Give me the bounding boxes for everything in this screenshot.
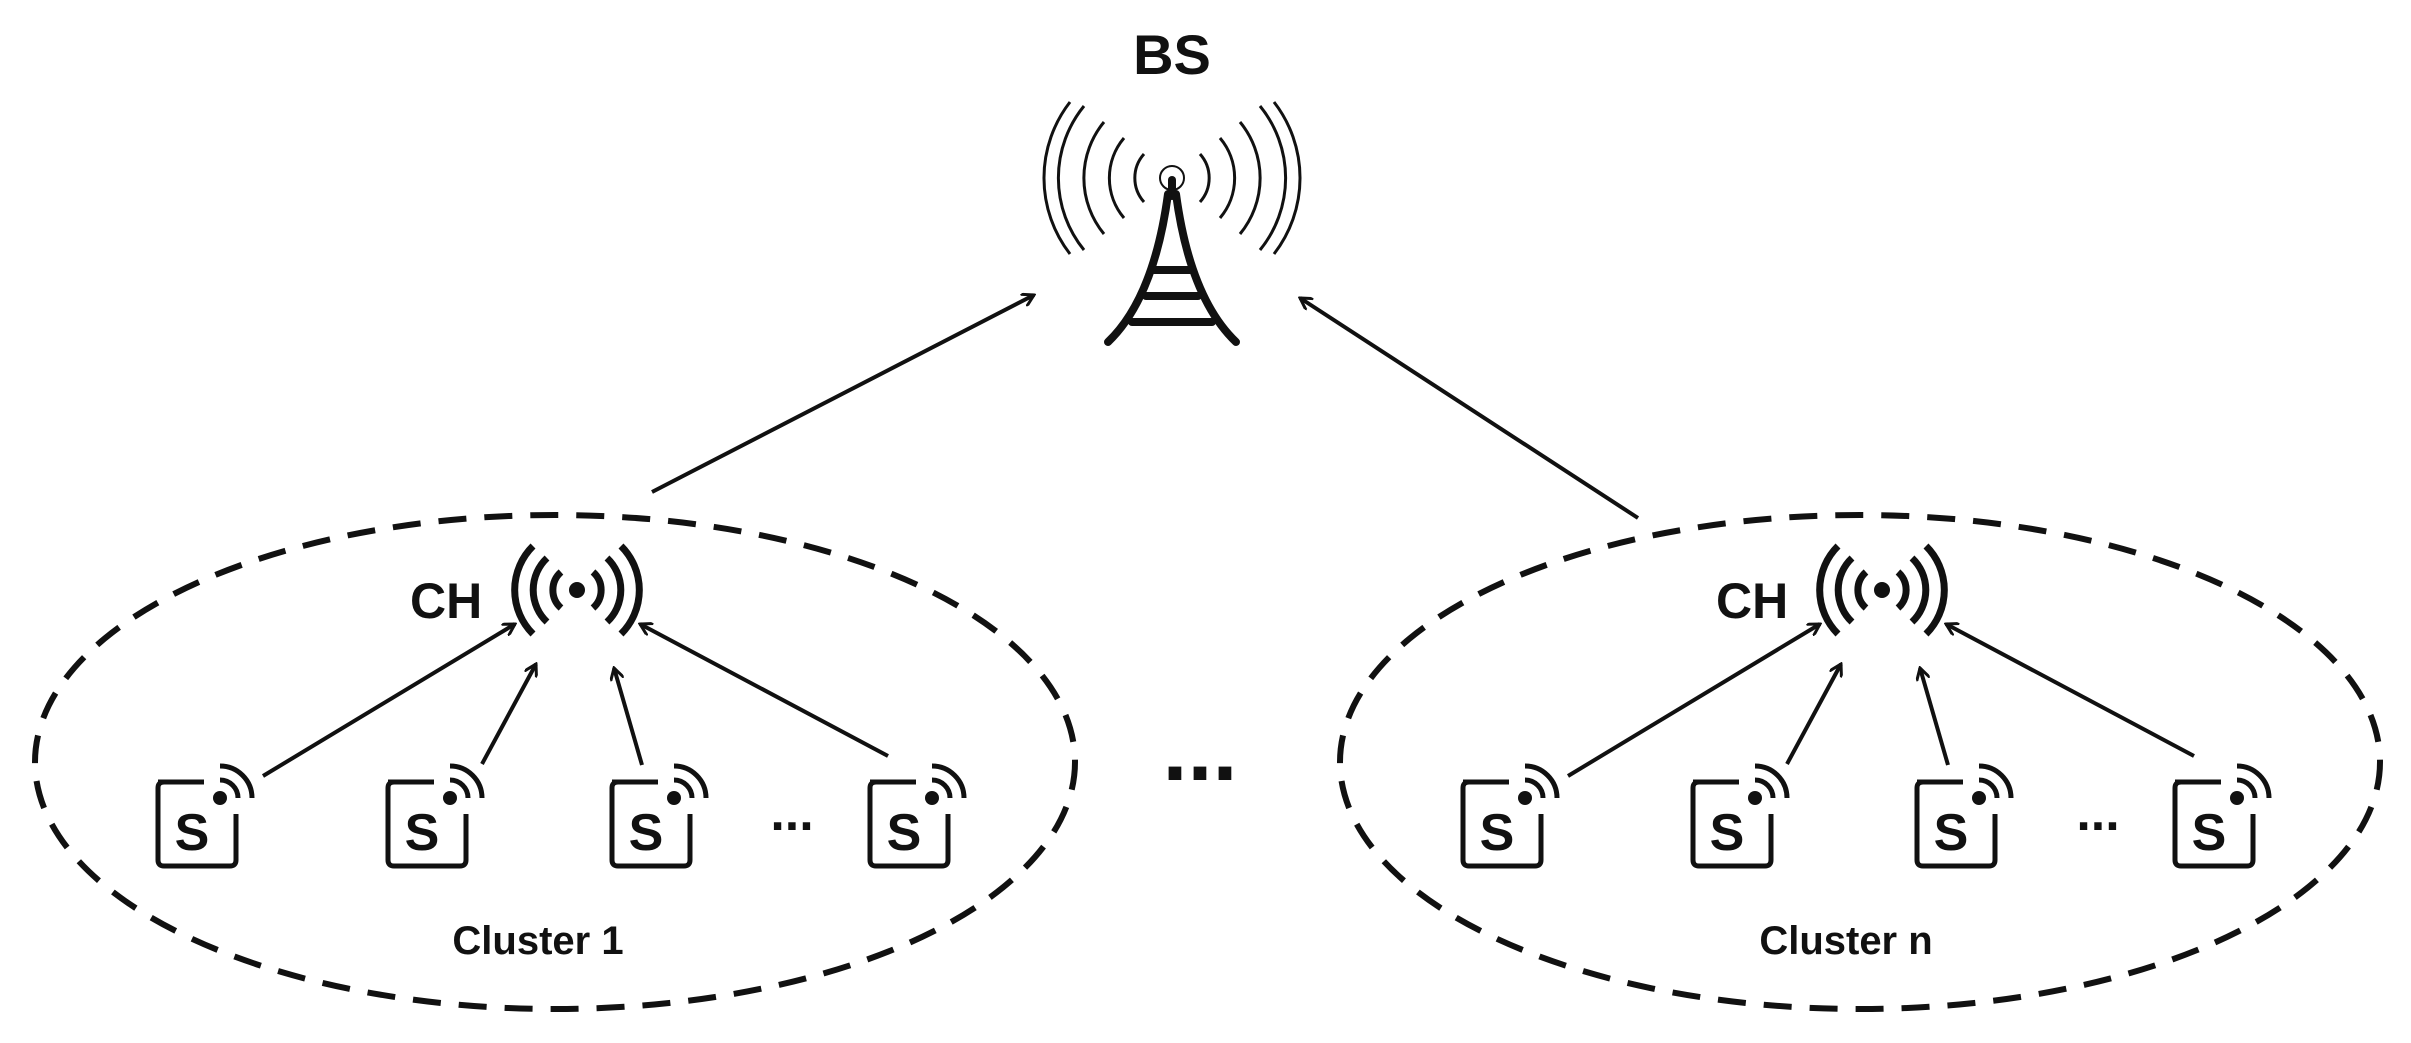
cluster-1-label: Cluster 1 — [452, 919, 623, 963]
sensor-label: S — [405, 804, 440, 862]
cluster-n-label: Cluster n — [1759, 919, 1932, 963]
sensor-arrow — [640, 624, 889, 758]
cluster-n-head-icon — [1820, 546, 1945, 634]
transmission-tower-icon — [1042, 101, 1302, 346]
sensor-node: S — [158, 766, 252, 866]
cluster-n-sensor-ellipsis: ... — [2076, 784, 2119, 842]
sensor-arrow — [1566, 622, 1820, 778]
sensor-node: S — [1693, 766, 1787, 866]
base-station-label: BS — [1133, 23, 1211, 86]
uplink-arrow-cluster-n — [1300, 296, 1640, 520]
sensor-arrow — [1920, 668, 1950, 766]
sensor-label: S — [887, 804, 922, 862]
sensor-node: S — [870, 766, 964, 866]
sensor-label: S — [175, 804, 210, 862]
sensor-arrow — [1785, 664, 1841, 765]
sensor-arrow — [261, 622, 515, 778]
cluster-n: CH S S S ... S Cluster n — [1337, 512, 2383, 1012]
sensor-node: S — [388, 766, 482, 866]
sensor-node: S — [612, 766, 706, 866]
sensor-label: S — [2192, 804, 2227, 862]
sensor-arrow — [614, 668, 644, 766]
sensor-node: S — [1463, 766, 1557, 866]
sensor-label: S — [1710, 804, 1745, 862]
between-clusters-ellipsis: ... — [1162, 700, 1237, 800]
sensor-node: S — [2175, 766, 2269, 866]
cluster-1: CH S S S ... S Cluster 1 — [32, 512, 1078, 1012]
cluster-1-boundary — [32, 512, 1078, 1012]
sensor-node: S — [1917, 766, 2011, 866]
sensor-label: S — [629, 804, 664, 862]
sensor-label: S — [1480, 804, 1515, 862]
cluster-n-head-label: CH — [1716, 573, 1788, 629]
sensor-arrow — [1946, 624, 2195, 758]
cluster-1-sensor-ellipsis: ... — [770, 784, 813, 842]
sensor-label: S — [1934, 804, 1969, 862]
cluster-1-head-label: CH — [410, 573, 482, 629]
sensor-arrow — [480, 664, 536, 765]
cluster-1-head-icon — [515, 546, 640, 634]
uplink-arrow-cluster-1 — [651, 295, 1034, 494]
cluster-n-boundary — [1337, 512, 2383, 1012]
